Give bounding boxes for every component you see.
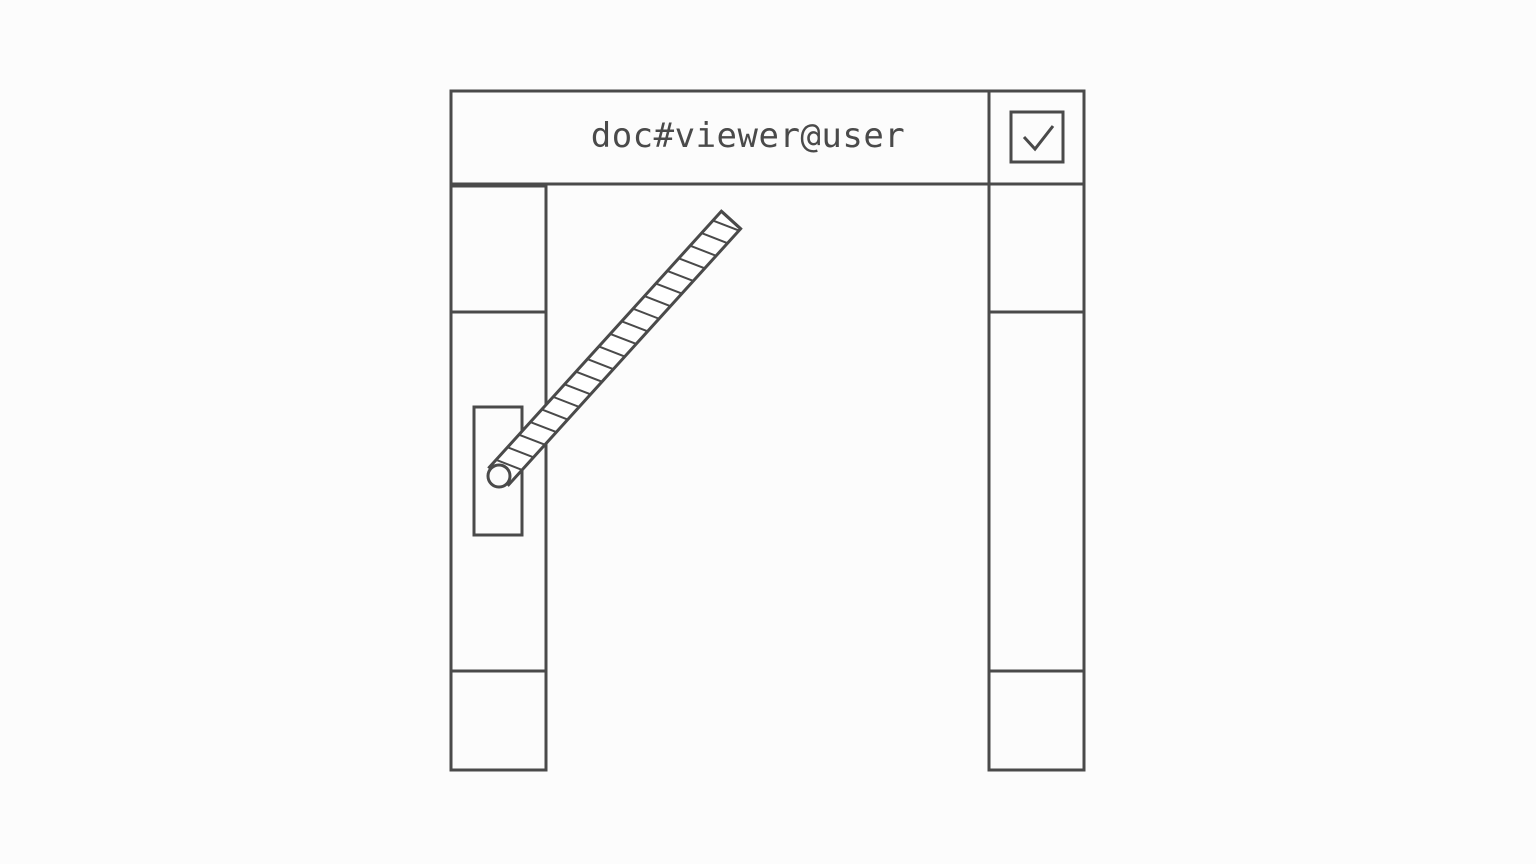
barrier-arm-stripe	[712, 219, 740, 232]
checkbox-box[interactable]	[1009, 110, 1065, 164]
barrier-arm-stripe	[701, 232, 728, 245]
checkbox-cell	[987, 89, 1086, 186]
barrier-arm-stripe	[621, 320, 648, 333]
header-bar: doc#viewer@user	[449, 89, 991, 186]
barrier-arm-stripe	[666, 269, 694, 282]
barrier-arm-stripe	[609, 332, 637, 345]
barrier-arm-stripe	[495, 458, 523, 471]
barrier-arm-stripe	[541, 408, 569, 421]
barrier-pivot	[486, 463, 512, 489]
barrier-arm-stripe	[529, 421, 557, 434]
barrier-arm-stripe	[598, 345, 626, 358]
header-panel	[449, 89, 991, 186]
barrier-arm-stripe	[552, 395, 580, 408]
barrier-arm-stripe	[678, 257, 706, 270]
check-mark-icon	[1022, 125, 1055, 152]
barrier-arm-stripe	[507, 446, 534, 459]
right-post	[987, 182, 1086, 772]
barrier-arm-stripe	[632, 307, 660, 320]
barrier-arm-stripe	[689, 244, 717, 257]
right-post-frame	[987, 182, 1086, 772]
barrier-arm-stripe	[575, 370, 603, 383]
barrier-arm-stripe	[655, 282, 683, 295]
barrier-arm-stripe	[644, 295, 671, 308]
window-title: doc#viewer@user	[591, 116, 906, 156]
barrier-arm-stripe	[564, 383, 591, 396]
barrier-arm-stripe	[587, 358, 614, 371]
barrier-arm-tip	[720, 210, 742, 230]
confirm-checkbox[interactable]	[1009, 110, 1065, 164]
barrier-arm-stripe	[518, 433, 546, 446]
